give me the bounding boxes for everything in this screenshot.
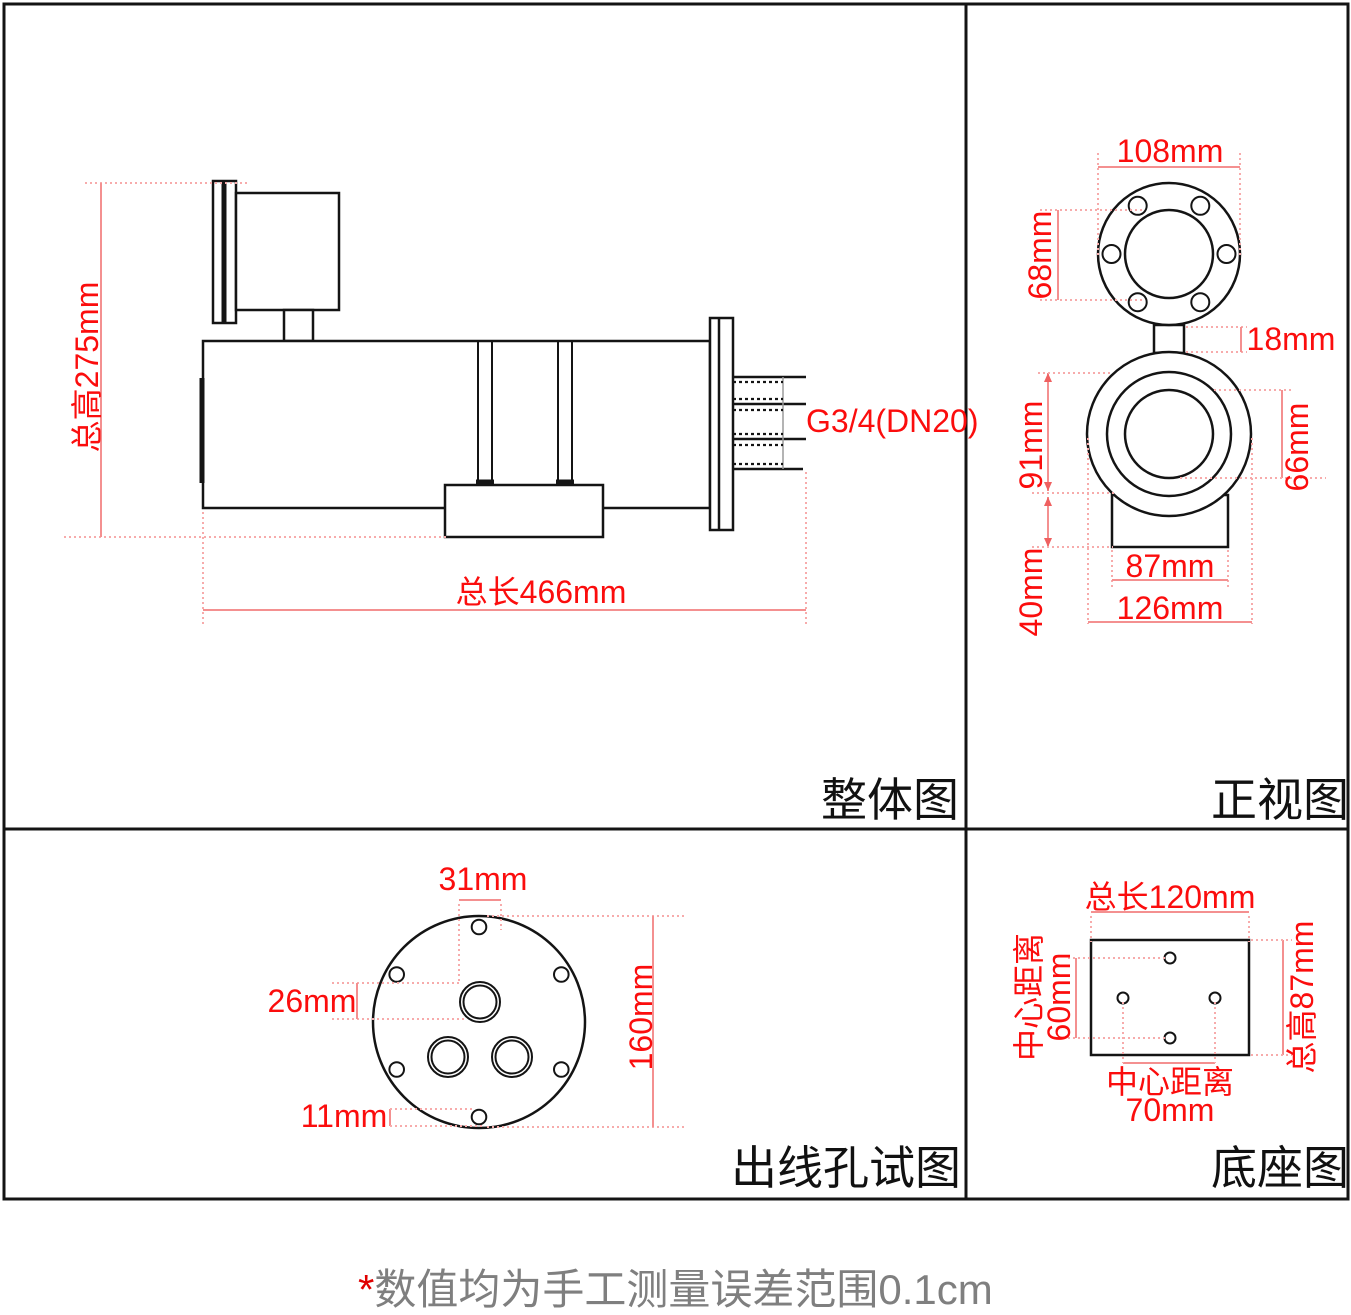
dim-center-left-value: 60mm: [1041, 953, 1077, 1042]
main-body: [201, 339, 712, 510]
panel-label-overall: 整体图: [821, 774, 959, 826]
base-view: 总长120mm 中心距离 60mm 总高87mm 中心距离 70mm 底座图: [1011, 879, 1349, 1194]
outlet-flange: [708, 316, 735, 532]
dim-base-height: 40mm: [1013, 548, 1049, 637]
dim-base-plate-height: 总高87mm: [1284, 921, 1320, 1074]
display-box: [234, 191, 341, 312]
dim-gland-offset: 26mm: [268, 983, 357, 1019]
overall-dimensions: [64, 182, 807, 624]
dim-center-bottom-label: 中心距离: [1106, 1064, 1234, 1100]
mount-base-block: [443, 483, 605, 539]
panel-label-front: 正视图: [1211, 774, 1349, 826]
clamp-rods: [476, 341, 574, 485]
dim-body-height: 91mm: [1013, 401, 1049, 490]
front-dimensions: [1032, 153, 1326, 624]
dim-bore-diameter: 66mm: [1279, 403, 1315, 492]
dim-base-length: 总长120mm: [1085, 879, 1256, 915]
front-neck: [1152, 323, 1186, 355]
footnote-asterisk: *: [358, 1266, 374, 1313]
dim-center-bottom-value: 70mm: [1126, 1092, 1215, 1128]
dim-edge-offset: 11mm: [301, 1098, 388, 1134]
dim-center-left-label: 中心距离: [1011, 933, 1047, 1061]
dim-thread-spec: G3/4(DN20): [806, 403, 979, 439]
dim-neck-width: 18mm: [1247, 321, 1336, 357]
end-cap-bolt-holes: [388, 918, 570, 1126]
quadrant-grid: [2, 2, 1350, 1201]
dim-gland-width: 31mm: [439, 861, 528, 897]
front-top-flange: [1096, 181, 1242, 327]
footnote-text: 数值均为手工测量误差范围0.1cm: [374, 1266, 992, 1313]
dim-bolt-span: 68mm: [1022, 211, 1058, 300]
threaded-pipe: [733, 375, 806, 471]
display-neck: [282, 308, 315, 343]
overall-side-view: 总高275mm 总长466mm G3/4(DN20) 整体图: [64, 179, 979, 826]
measurement-footnote: *数值均为手工测量误差范围0.1cm: [358, 1266, 993, 1313]
outlet-hole-view: 31mm 26mm 11mm 160mm 出线孔试图: [268, 861, 961, 1194]
panel-label-base: 底座图: [1211, 1142, 1349, 1194]
front-body-circles: [1085, 350, 1253, 518]
dim-flange-width: 108mm: [1117, 133, 1224, 169]
dim-base-width: 87mm: [1126, 548, 1215, 584]
base-dimensions: [1068, 911, 1292, 1064]
dim-total-length: 总长466mm: [456, 574, 627, 610]
dim-cap-diameter: 160mm: [623, 964, 659, 1071]
dim-total-height: 总高275mm: [69, 282, 105, 453]
front-view: 108mm 68mm 18mm 91mm 66mm 40mm 87mm 126m…: [1013, 133, 1349, 826]
panel-label-outlet: 出线孔试图: [731, 1142, 961, 1194]
outlet-dimensions: [332, 899, 684, 1128]
dim-outer-width: 126mm: [1117, 590, 1224, 626]
cable-gland-holes: [427, 981, 533, 1078]
